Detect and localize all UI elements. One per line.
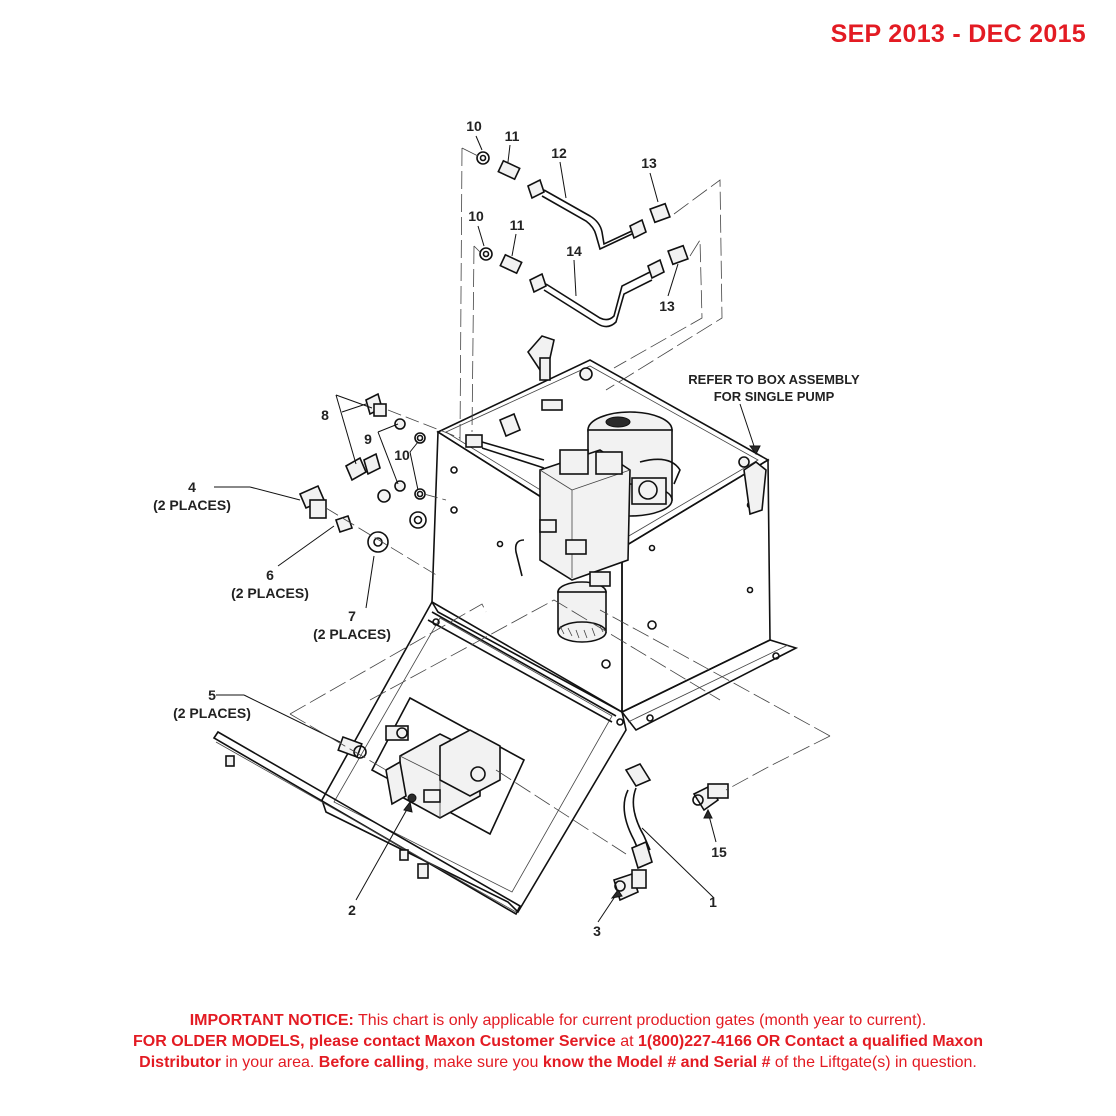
arrow-2 <box>403 800 413 813</box>
elbow-15 <box>692 783 729 843</box>
callout-14: 14 <box>566 243 582 259</box>
hose-1 <box>623 762 715 899</box>
callout-5: 5 <box>208 687 216 703</box>
callout-11-upper: 11 <box>505 128 520 144</box>
notice-phone: 1(800)227-4166 OR Contact a qualified Ma… <box>638 1033 983 1050</box>
callout-13-lower: 13 <box>659 298 675 314</box>
callout-5-places: (2 PLACES) <box>173 705 251 721</box>
notice-text-area: in your area. <box>220 1054 319 1071</box>
callout-6-places: (2 PLACES) <box>231 585 309 601</box>
callout-9: 9 <box>364 431 372 447</box>
box-note-leader <box>739 403 757 453</box>
callout-8: 8 <box>321 407 329 423</box>
elbow-3 <box>597 869 647 923</box>
box-note-line1: REFER TO BOX ASSEMBLY <box>688 372 860 387</box>
left-fittings <box>214 392 461 609</box>
callout-11-lower: 11 <box>510 217 525 233</box>
box-note-line2: FOR SINGLE PUMP <box>714 389 835 404</box>
callout-6: 6 <box>266 567 274 583</box>
pump-assembly <box>465 367 750 643</box>
notice-line-1: IMPORTANT NOTICE: This chart is only app… <box>0 1010 1116 1031</box>
callout-12: 12 <box>551 145 567 161</box>
callout-13-upper: 13 <box>641 155 657 171</box>
notice-bold-distributor: Distributor <box>139 1054 221 1071</box>
box-note-arrow <box>749 445 761 455</box>
callout-10-left: 10 <box>394 447 410 463</box>
callout-10-upper: 10 <box>466 118 482 134</box>
notice-line-2: FOR OLDER MODELS, please contact Maxon C… <box>0 1031 1116 1052</box>
callout-3: 3 <box>593 923 601 939</box>
callout-7-places: (2 PLACES) <box>313 626 391 642</box>
notice-bold-older-models: FOR OLDER MODELS, please contact Maxon C… <box>132 1033 616 1050</box>
callout-10-lower: 10 <box>468 208 484 224</box>
callout-2: 2 <box>348 902 356 918</box>
notice-line-3: Distributor in your area. Before calling… <box>0 1052 1116 1073</box>
assembly-lines <box>289 599 831 855</box>
callout-1: 1 <box>709 894 717 910</box>
notice-bold-model-serial: know the Model # and Serial # <box>542 1054 771 1071</box>
valve-block <box>385 725 501 819</box>
callout-7: 7 <box>348 608 356 624</box>
notice-heading: IMPORTANT NOTICE: <box>189 1012 354 1029</box>
notice-text-liftgate: of the Liftgate(s) in question. <box>770 1054 977 1071</box>
notice-bold-before-calling: Before calling <box>318 1054 425 1071</box>
callout-15: 15 <box>711 844 727 860</box>
top-tubes <box>459 135 723 441</box>
notice-text-1: This chart is only applicable for curren… <box>353 1012 927 1029</box>
notice-text-make-sure: , make sure you <box>424 1054 543 1071</box>
callout-4-places: (2 PLACES) <box>153 497 231 513</box>
notice-text-at: at <box>615 1033 638 1050</box>
important-notice: IMPORTANT NOTICE: This chart is only app… <box>0 1010 1116 1073</box>
leader-2 <box>355 803 411 901</box>
callout-4: 4 <box>188 479 196 495</box>
date-range-title: SEP 2013 - DEC 2015 <box>830 20 1086 48</box>
